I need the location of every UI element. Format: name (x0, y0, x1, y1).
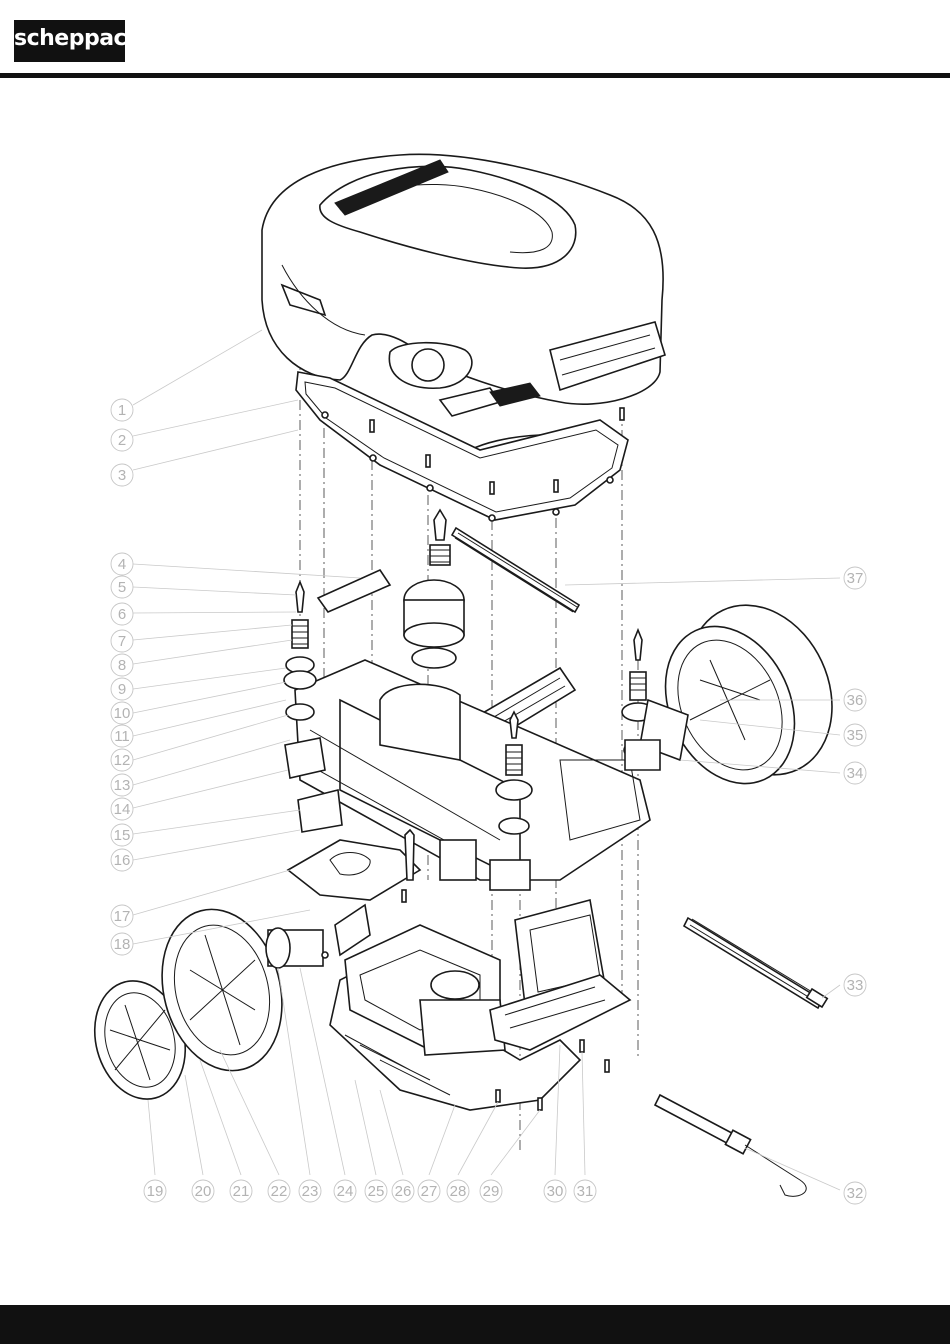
callout-24: 24 (334, 1180, 356, 1202)
callout-number: 24 (337, 1183, 354, 1200)
callout-number: 2 (118, 432, 126, 449)
callout-number: 9 (118, 681, 126, 698)
callout-16: 16 (111, 849, 133, 871)
callout-number: 26 (395, 1183, 412, 1200)
callout-13: 13 (111, 774, 133, 796)
callout-number: 17 (114, 908, 131, 925)
callout-26: 26 (392, 1180, 414, 1202)
callout-6: 6 (111, 603, 133, 625)
callout-22: 22 (268, 1180, 290, 1202)
callout-30: 30 (544, 1180, 566, 1202)
callout-9: 9 (111, 678, 133, 700)
callout-number: 15 (114, 827, 131, 844)
callout-number: 37 (847, 570, 864, 587)
callout-21: 21 (230, 1180, 252, 1202)
callout-8: 8 (111, 654, 133, 676)
callout-number: 7 (118, 633, 126, 650)
callout-number: 1 (118, 402, 126, 419)
callout-29: 29 (480, 1180, 502, 1202)
callout-4: 4 (111, 553, 133, 575)
callout-number: 14 (114, 801, 131, 818)
callout-1: 1 (111, 399, 133, 421)
cable-37 (452, 528, 579, 612)
left-wheel-assembly (82, 896, 370, 1110)
callout-27: 27 (418, 1180, 440, 1202)
callout-12: 12 (111, 749, 133, 771)
callout-number: 19 (147, 1183, 164, 1200)
callout-23: 23 (299, 1180, 321, 1202)
callout-number: 36 (847, 692, 864, 709)
callout-15: 15 (111, 824, 133, 846)
callout-28: 28 (447, 1180, 469, 1202)
callout-36: 36 (844, 689, 866, 711)
callout-31: 31 (574, 1180, 596, 1202)
callout-17: 17 (111, 905, 133, 927)
callout-number: 32 (847, 1185, 864, 1202)
callout-25: 25 (365, 1180, 387, 1202)
callout-number: 33 (847, 977, 864, 994)
callout-number: 11 (114, 728, 130, 745)
cable-32 (655, 1095, 806, 1196)
callout-number: 35 (847, 727, 864, 744)
cable-33 (684, 918, 827, 1008)
callout-number: 13 (114, 777, 131, 794)
callout-37: 37 (844, 567, 866, 589)
callout-number: 30 (547, 1183, 564, 1200)
callout-number: 25 (368, 1183, 385, 1200)
callout-14: 14 (111, 798, 133, 820)
footer-bar (0, 1305, 950, 1344)
callout-33: 33 (844, 974, 866, 996)
callout-5: 5 (111, 576, 133, 598)
callout-number: 5 (118, 579, 126, 596)
right-wheel-assembly (625, 582, 859, 805)
callout-number: 16 (114, 852, 131, 869)
callout-number: 27 (421, 1183, 438, 1200)
callout-number: 18 (114, 936, 131, 953)
callout-number: 22 (271, 1183, 288, 1200)
callout-number: 4 (118, 556, 126, 573)
callout-number: 34 (847, 765, 864, 782)
callout-number: 20 (195, 1183, 212, 1200)
callout-3: 3 (111, 464, 133, 486)
callout-number: 28 (450, 1183, 467, 1200)
callout-number: 6 (118, 606, 126, 623)
callout-number: 10 (114, 705, 131, 722)
callout-11: 11 (111, 725, 133, 747)
callout-number: 23 (302, 1183, 319, 1200)
callout-10: 10 (111, 702, 133, 724)
callout-number: 29 (483, 1183, 500, 1200)
callout-number: 12 (114, 752, 131, 769)
callout-34: 34 (844, 762, 866, 784)
callout-2: 2 (111, 429, 133, 451)
callout-number: 3 (118, 467, 126, 484)
callout-35: 35 (844, 724, 866, 746)
callout-7: 7 (111, 630, 133, 652)
callout-18: 18 (111, 933, 133, 955)
callout-20: 20 (192, 1180, 214, 1202)
callout-number: 31 (577, 1183, 594, 1200)
callout-19: 19 (144, 1180, 166, 1202)
callout-32: 32 (844, 1182, 866, 1204)
callout-number: 21 (233, 1183, 250, 1200)
callout-number: 8 (118, 657, 126, 674)
